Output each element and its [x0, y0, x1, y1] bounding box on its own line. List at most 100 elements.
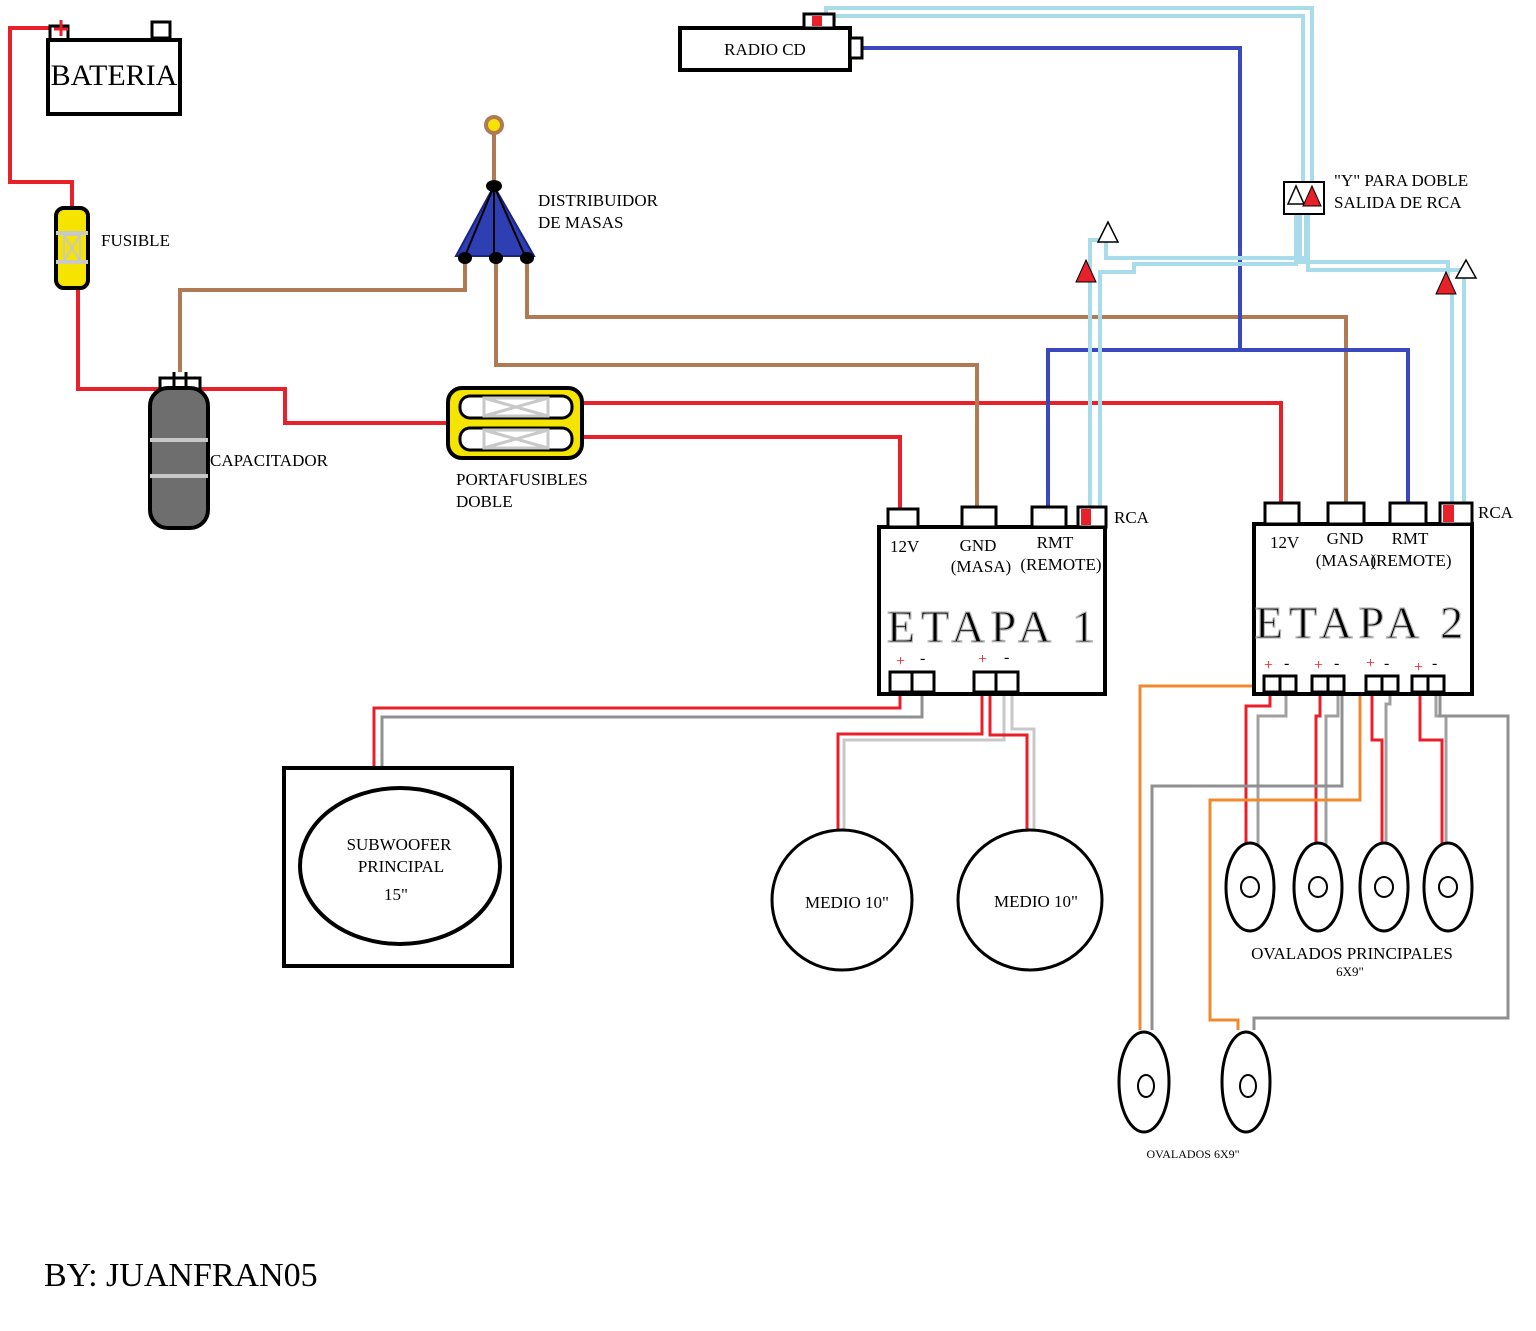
- rca-plug-red: [1435, 270, 1457, 295]
- wire-ground-capacitor: [178, 262, 467, 372]
- ground-distributor-label-2: DE MASAS: [538, 213, 624, 232]
- oval-speaker: [1117, 1030, 1171, 1134]
- wire-oval4-positive: [1418, 690, 1444, 845]
- wire-sub-negative: [380, 688, 924, 770]
- amp2-speaker-terminal: [1410, 674, 1430, 694]
- fuse-holder-label-2: DOBLE: [456, 492, 513, 511]
- rear-ovals-label: OVALADOS 6X9": [1146, 1147, 1239, 1161]
- amp2-ch4-minus: -: [1432, 655, 1437, 672]
- wire-oval2-positive: [1314, 690, 1322, 845]
- terminal-rmt: [1388, 501, 1428, 526]
- wire-power-fuse-capacitor: [76, 286, 164, 391]
- y-splitter-label-1: "Y" PARA DOBLE: [1334, 171, 1468, 190]
- subwoofer-label-1: SUBWOOFER: [347, 835, 453, 854]
- amp1-ch2-minus: -: [1004, 649, 1009, 666]
- amp2-gnd-sub-label: (MASA): [1316, 551, 1376, 570]
- amp1-gnd-label: GND: [960, 536, 997, 555]
- amp2-title: ETAPA 2: [1255, 597, 1469, 648]
- rear-oval-speakers: OVALADOS 6X9": [1117, 1030, 1272, 1161]
- wire-rca-amp2-a: [1306, 210, 1466, 503]
- oval-speaker: [1292, 841, 1344, 933]
- chassis-ground-point: [484, 115, 504, 135]
- wire-rca-radio-b: [832, 14, 1305, 200]
- amp2-speaker-terminal: [1310, 674, 1330, 694]
- amp1-rca-label: RCA: [1114, 508, 1150, 527]
- mid-speaker-right-label: MEDIO 10": [994, 892, 1078, 911]
- y-splitter-label-2: SALIDA DE RCA: [1334, 193, 1462, 212]
- fuse: FUSIBLE: [54, 206, 170, 290]
- wire-ground-amp2: [525, 262, 1348, 503]
- wire-power-fuseholder-amp1: [580, 435, 902, 510]
- wire-oval1-positive: [1244, 690, 1272, 845]
- rca-plug-white: [1454, 258, 1478, 279]
- capacitor-label: CAPACITADOR: [210, 451, 329, 470]
- amp1-speaker-terminal: [888, 670, 914, 694]
- terminal-12v: [886, 507, 920, 529]
- amp2-speaker-terminal: [1364, 674, 1384, 694]
- wire-rca-amp1-a: [1098, 210, 1298, 507]
- wire-rear-oval-left-negative: [1150, 690, 1344, 1030]
- amp1-ch1-minus: -: [920, 650, 925, 667]
- terminal-12v: [1263, 501, 1301, 526]
- main-oval-speakers: OVALADOS PRINCIPALES 6X9": [1224, 841, 1474, 979]
- wire-rca-amp1-b: [1088, 210, 1308, 507]
- amp1-ch2-plus: +: [978, 651, 987, 668]
- amp1-ch1-plus: +: [896, 653, 905, 670]
- wire-mid2-positive: [988, 688, 1029, 832]
- fuse-label: FUSIBLE: [101, 231, 170, 250]
- oval-speaker: [1224, 841, 1276, 933]
- subwoofer-label-2: PRINCIPAL: [358, 857, 444, 876]
- amplifier-etapa-1: RCA 12V GND (MASA) RMT (REMOTE) ETAPA 1 …: [877, 505, 1150, 696]
- wire-rca-radio-a: [824, 6, 1314, 200]
- amp1-speaker-terminal: [910, 670, 936, 694]
- amp2-ch3-minus: -: [1384, 655, 1389, 672]
- subwoofer-box: SUBWOOFER PRINCIPAL 15": [282, 766, 514, 968]
- amp2-rmt-label: RMT: [1392, 529, 1429, 548]
- amp2-ch3-plus: +: [1366, 655, 1375, 672]
- wire-mid1-negative: [842, 688, 1006, 832]
- author-signature: BY: JUANFRAN05: [44, 1257, 318, 1294]
- amp1-12v-label: 12V: [890, 537, 920, 556]
- amp2-ch1-plus: +: [1264, 657, 1273, 674]
- terminal-gnd: [960, 505, 998, 529]
- ground-distributor-label-1: DISTRIBUIDOR: [538, 191, 659, 210]
- oval-speaker: [1220, 1030, 1272, 1134]
- main-ovals-label-1: OVALADOS PRINCIPALES: [1251, 944, 1453, 963]
- amp2-ch4-plus: +: [1414, 659, 1423, 676]
- rca-plug-red: [1075, 258, 1097, 283]
- amp1-speaker-terminal: [972, 670, 998, 694]
- wire-rear-oval-left-positive: [1138, 684, 1272, 1030]
- rca-plug-white: [1096, 220, 1120, 243]
- terminal-gnd: [1326, 501, 1366, 526]
- amp2-rca-label: RCA: [1478, 503, 1514, 522]
- amp1-rmt-label: RMT: [1037, 533, 1074, 552]
- amp1-title: ETAPA 1: [887, 601, 1101, 652]
- wire-oval1-negative: [1256, 690, 1288, 845]
- wire-power-capacitor-fuseholder: [200, 387, 450, 425]
- wire-rca-amp2-b: [1298, 210, 1454, 503]
- subwoofer-label-3: 15": [384, 885, 408, 904]
- wire-mid2-negative: [1010, 688, 1036, 832]
- battery: BATERIA: [46, 20, 182, 116]
- fuse-holder-double: PORTAFUSIBLES DOBLE: [446, 386, 588, 511]
- oval-speaker: [1422, 841, 1474, 933]
- amp2-speaker-terminal: [1380, 674, 1400, 694]
- wire-remote-amp1: [1046, 348, 1240, 507]
- amplifier-etapa-2: RCA 12V GND (MASA) RMT (REMOTE) ETAPA 2 …: [1252, 501, 1514, 696]
- amp2-speaker-terminal: [1278, 674, 1298, 694]
- amp2-speaker-terminal: [1262, 674, 1282, 694]
- wire-oval3-positive: [1370, 690, 1384, 845]
- capacitor: CAPACITADOR: [148, 372, 329, 530]
- rca-plug-white: [1286, 184, 1306, 205]
- battery-label: BATERIA: [51, 59, 178, 92]
- wire-oval3-negative: [1384, 690, 1392, 845]
- wire-mid1-positive: [836, 688, 984, 832]
- wire-remote-radio: [858, 46, 1242, 350]
- wire-power-fuseholder-amp2: [580, 401, 1283, 503]
- amp1-rmt-sub-label: (REMOTE): [1020, 555, 1101, 574]
- amp2-rmt-sub-label: (REMOTE): [1370, 551, 1451, 570]
- amp2-ch2-minus: -: [1334, 655, 1339, 672]
- amp2-gnd-label: GND: [1327, 529, 1364, 548]
- amp2-ch2-plus: +: [1314, 657, 1323, 674]
- amp1-speaker-terminal: [994, 670, 1020, 694]
